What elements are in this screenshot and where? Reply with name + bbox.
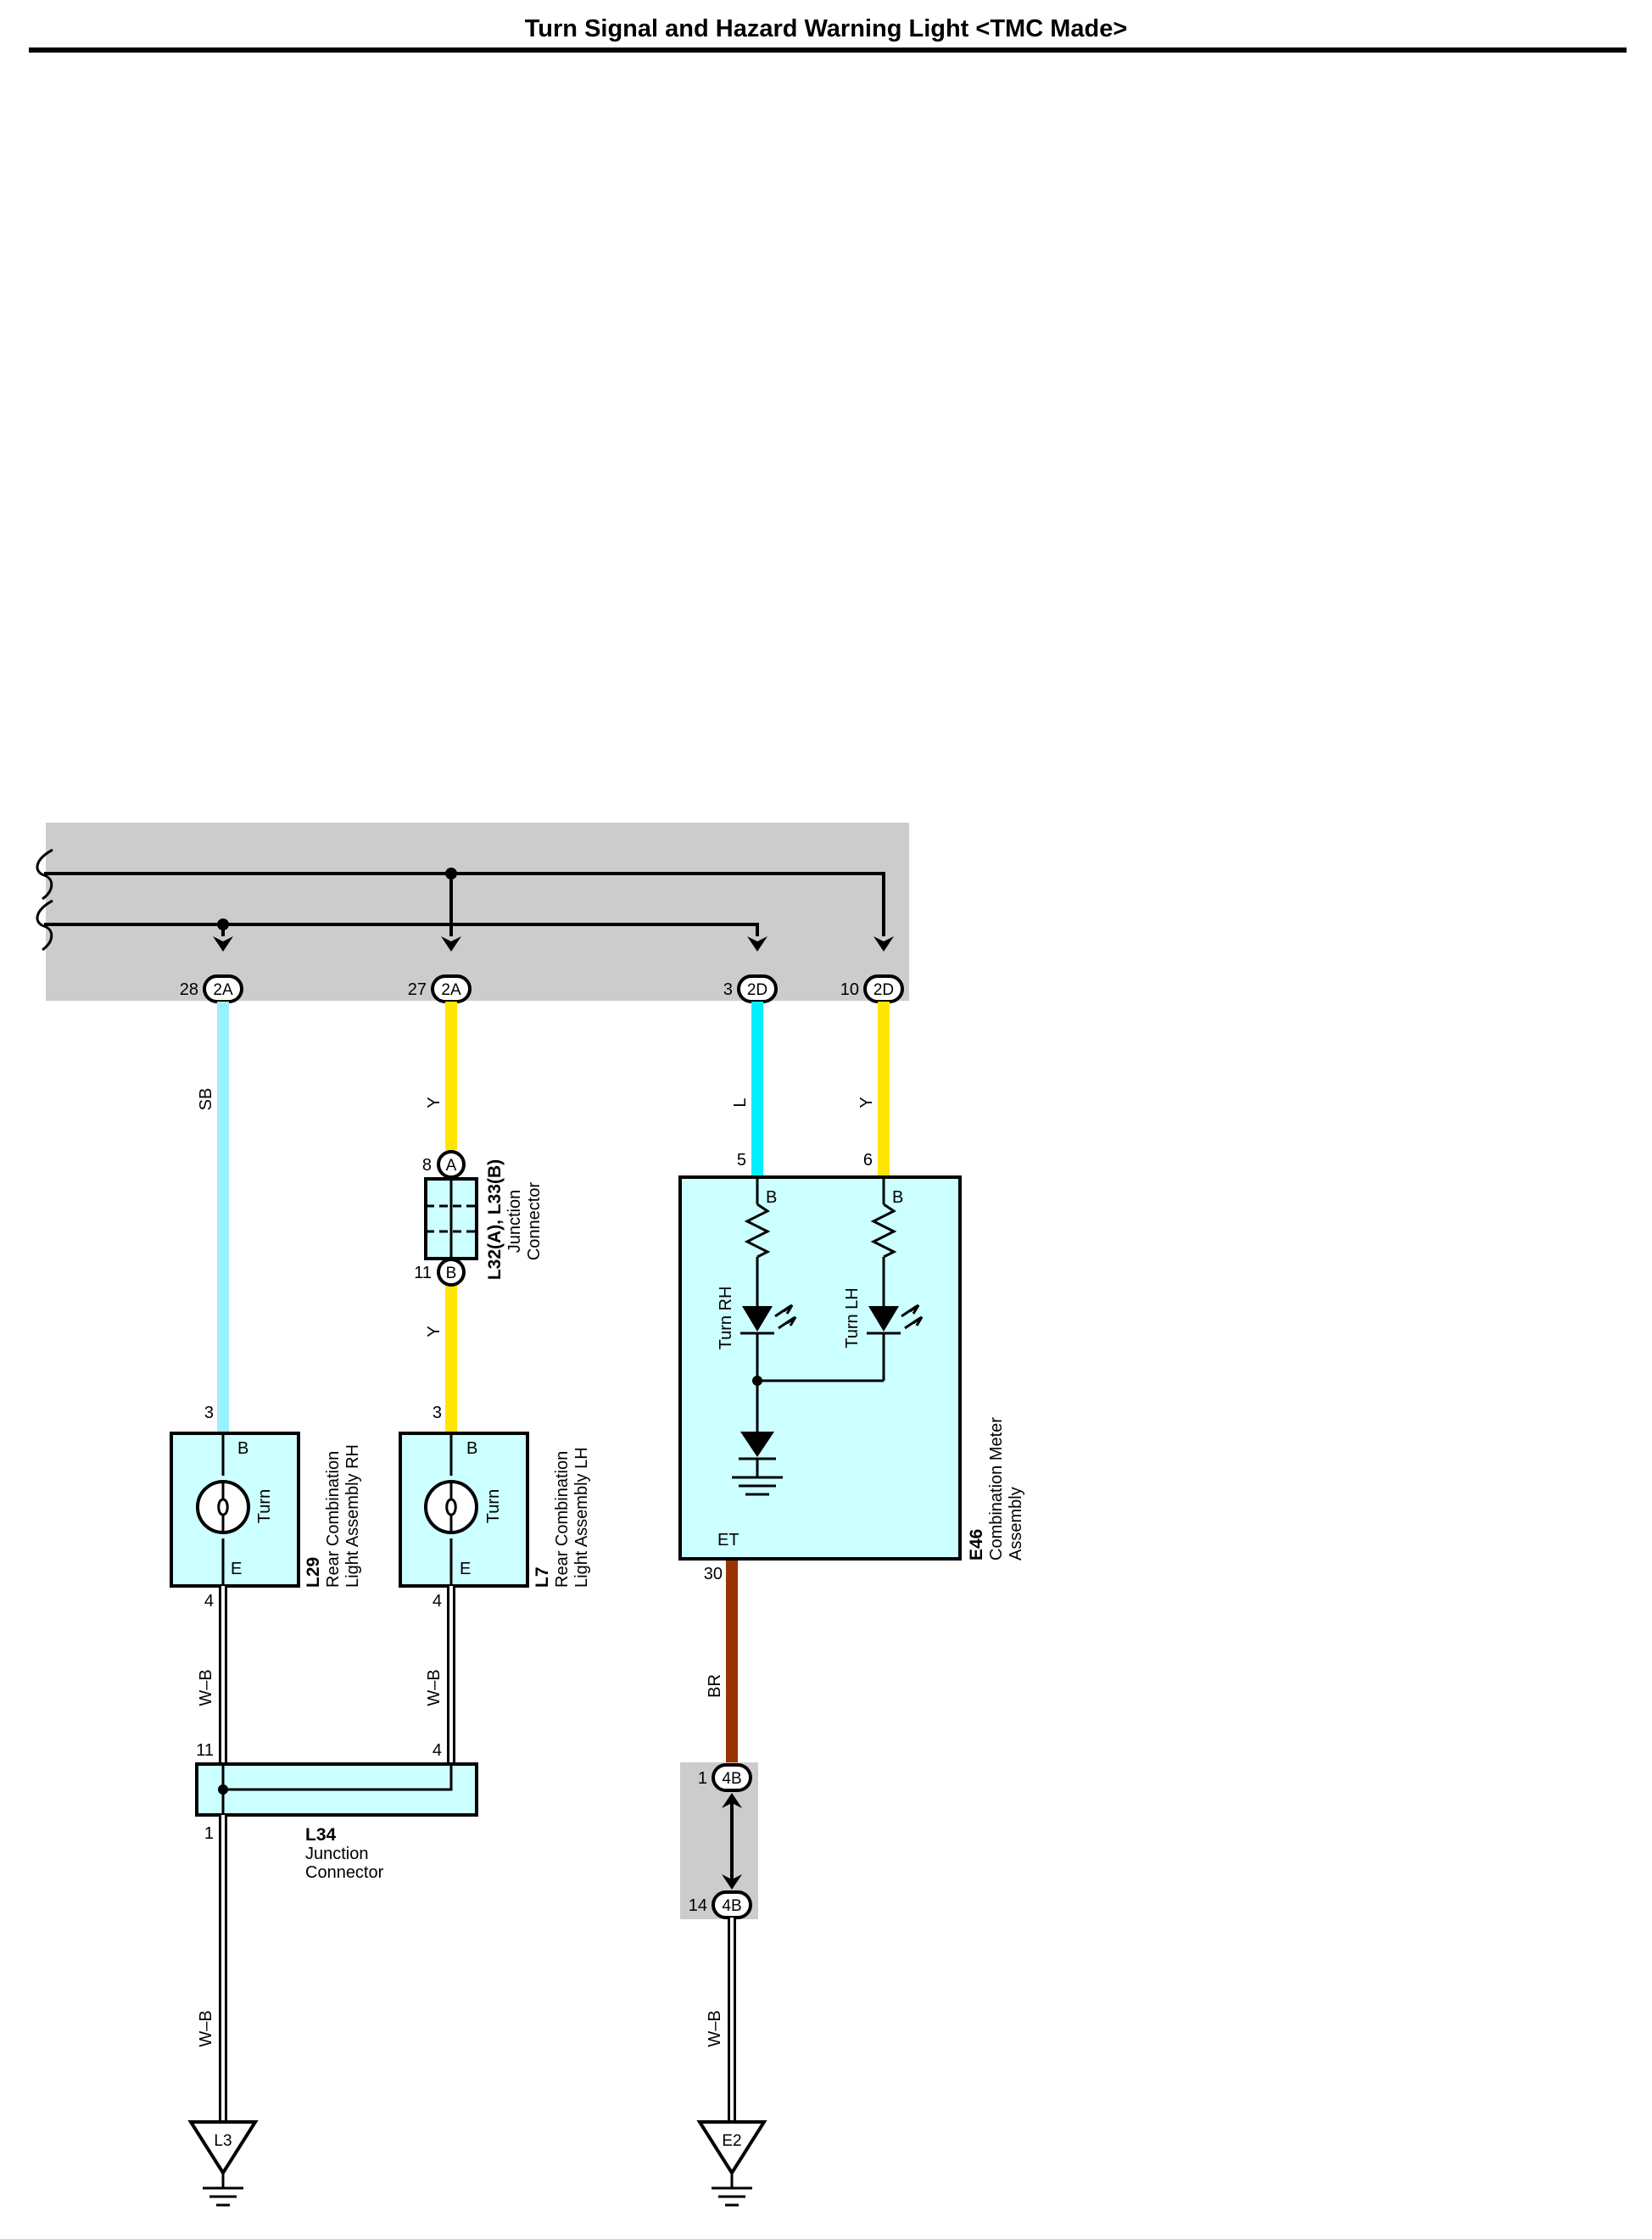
svg-text:4: 4 [204,1592,214,1611]
svg-text:1: 1 [204,1824,214,1843]
svg-text:L7: L7 [533,1566,552,1588]
connector-2a-mid: 2A 27 [408,974,472,1003]
svg-text:Rear Combination: Rear Combination [553,1451,572,1588]
svg-text:14: 14 [689,1896,707,1915]
svg-text:Turn: Turn [484,1489,503,1523]
component-l7: 3 B E Turn 4 L7 Rear Combination Light A… [399,1404,591,1611]
svg-text:L3: L3 [214,2132,232,2150]
svg-text:Light Assembly RH: Light Assembly RH [343,1444,362,1588]
svg-text:1: 1 [698,1769,707,1788]
connector-4b-bottom: 4B 14 [689,1890,752,1919]
svg-text:B: B [766,1188,777,1207]
ground-point-e2: E2 [696,2120,767,2207]
svg-text:11: 11 [196,1741,214,1760]
svg-text:11: 11 [414,1264,432,1282]
connector-4b-top: 4B 1 [698,1763,752,1792]
svg-text:4: 4 [433,1592,442,1611]
svg-text:2A: 2A [213,981,233,999]
junction-connector-l34: 11 4 1 L34 Junction Connector [195,1741,478,1882]
arrow-head [873,936,894,952]
led-icon [742,1306,773,1332]
svg-text:27: 27 [408,980,427,999]
svg-text:Turn: Turn [255,1489,274,1523]
resistor-icon [870,1203,897,1259]
svg-text:10: 10 [840,980,859,999]
svg-text:4B: 4B [722,1897,741,1915]
wire-label-wb-1: W–B [197,1669,215,1706]
junction-connector-l32-l33: A 8 B 11 L32(A), L33(B) Junction Connect… [414,1150,544,1287]
wire-label-y-lower: Y [425,1326,444,1337]
wire-label-y-upper: Y [425,1097,444,1108]
svg-text:B: B [237,1439,248,1458]
svg-text:6: 6 [863,1151,873,1170]
svg-text:B: B [892,1188,903,1207]
svg-text:ET: ET [717,1531,739,1549]
wire-label-sb: SB [197,1088,215,1111]
arrow-head [213,936,233,952]
svg-text:4B: 4B [722,1770,741,1788]
arrow-head [722,1793,742,1808]
svg-text:L32(A), L33(B): L32(A), L33(B) [485,1159,505,1280]
svg-text:Combination Meter: Combination Meter [987,1417,1006,1561]
svg-text:E: E [231,1560,242,1578]
svg-text:2A: 2A [441,981,461,999]
wire-label-y-right: Y [857,1097,876,1108]
wire-label-wb-3: W–B [197,2010,215,2046]
connector-2d-right: 2D 10 [840,974,904,1003]
component-e46: 5 6 B B Turn RH Turn LH [678,1151,1025,1583]
svg-text:E2: E2 [722,2132,741,2150]
svg-text:Assembly: Assembly [1007,1487,1025,1561]
wire-label-wb-4: W–B [706,2010,724,2046]
arrow-head [747,936,767,952]
svg-text:B: B [466,1439,477,1458]
arrow-head [722,1874,742,1890]
ground-point-l3: L3 [187,2120,259,2207]
wire-label-wb-2: W–B [425,1669,444,1706]
internal-ground-icon [732,1476,783,1496]
svg-text:2D: 2D [873,981,894,999]
svg-text:4: 4 [433,1741,442,1760]
svg-text:3: 3 [204,1404,214,1422]
svg-text:Junction: Junction [305,1845,369,1863]
svg-text:B: B [446,1265,457,1282]
component-l29: 3 B E Turn 4 L29 Rear Combination Light … [170,1404,362,1611]
title-rule [29,47,1627,53]
bus-line-lower [44,923,759,936]
svg-text:Turn LH: Turn LH [843,1287,862,1348]
svg-text:Connector: Connector [305,1863,384,1882]
svg-text:Junction: Junction [505,1190,524,1254]
svg-text:Rear Combination: Rear Combination [324,1451,343,1588]
wire-label-br: BR [706,1674,724,1698]
junction-dot [445,868,457,879]
resistor-icon [744,1203,771,1259]
bus-line-upper [44,872,885,936]
svg-text:Connector: Connector [525,1182,544,1261]
svg-text:L29: L29 [304,1557,323,1588]
svg-text:A: A [446,1157,457,1175]
junction-block-shade [46,823,909,1001]
svg-text:Turn RH: Turn RH [717,1287,735,1350]
svg-text:28: 28 [180,980,198,999]
diode-icon [740,1432,774,1457]
svg-text:8: 8 [422,1156,432,1175]
svg-text:L34: L34 [305,1825,337,1845]
svg-text:3: 3 [433,1404,442,1422]
svg-text:2D: 2D [747,981,767,999]
arrow-head [441,936,461,952]
connector-2a-left: 2A 28 [180,974,243,1003]
svg-text:E46: E46 [967,1529,986,1561]
svg-text:5: 5 [737,1151,746,1170]
wire-label-l: L [731,1097,750,1107]
svg-text:3: 3 [723,980,733,999]
connector-2d-left: 2D 3 [723,974,778,1003]
page-title: Turn Signal and Hazard Warning Light <TM… [524,15,1128,42]
junction-dot [217,918,229,930]
led-icon [868,1306,899,1332]
svg-text:Light Assembly LH: Light Assembly LH [572,1447,591,1588]
svg-text:30: 30 [704,1565,723,1583]
svg-text:E: E [460,1560,471,1578]
